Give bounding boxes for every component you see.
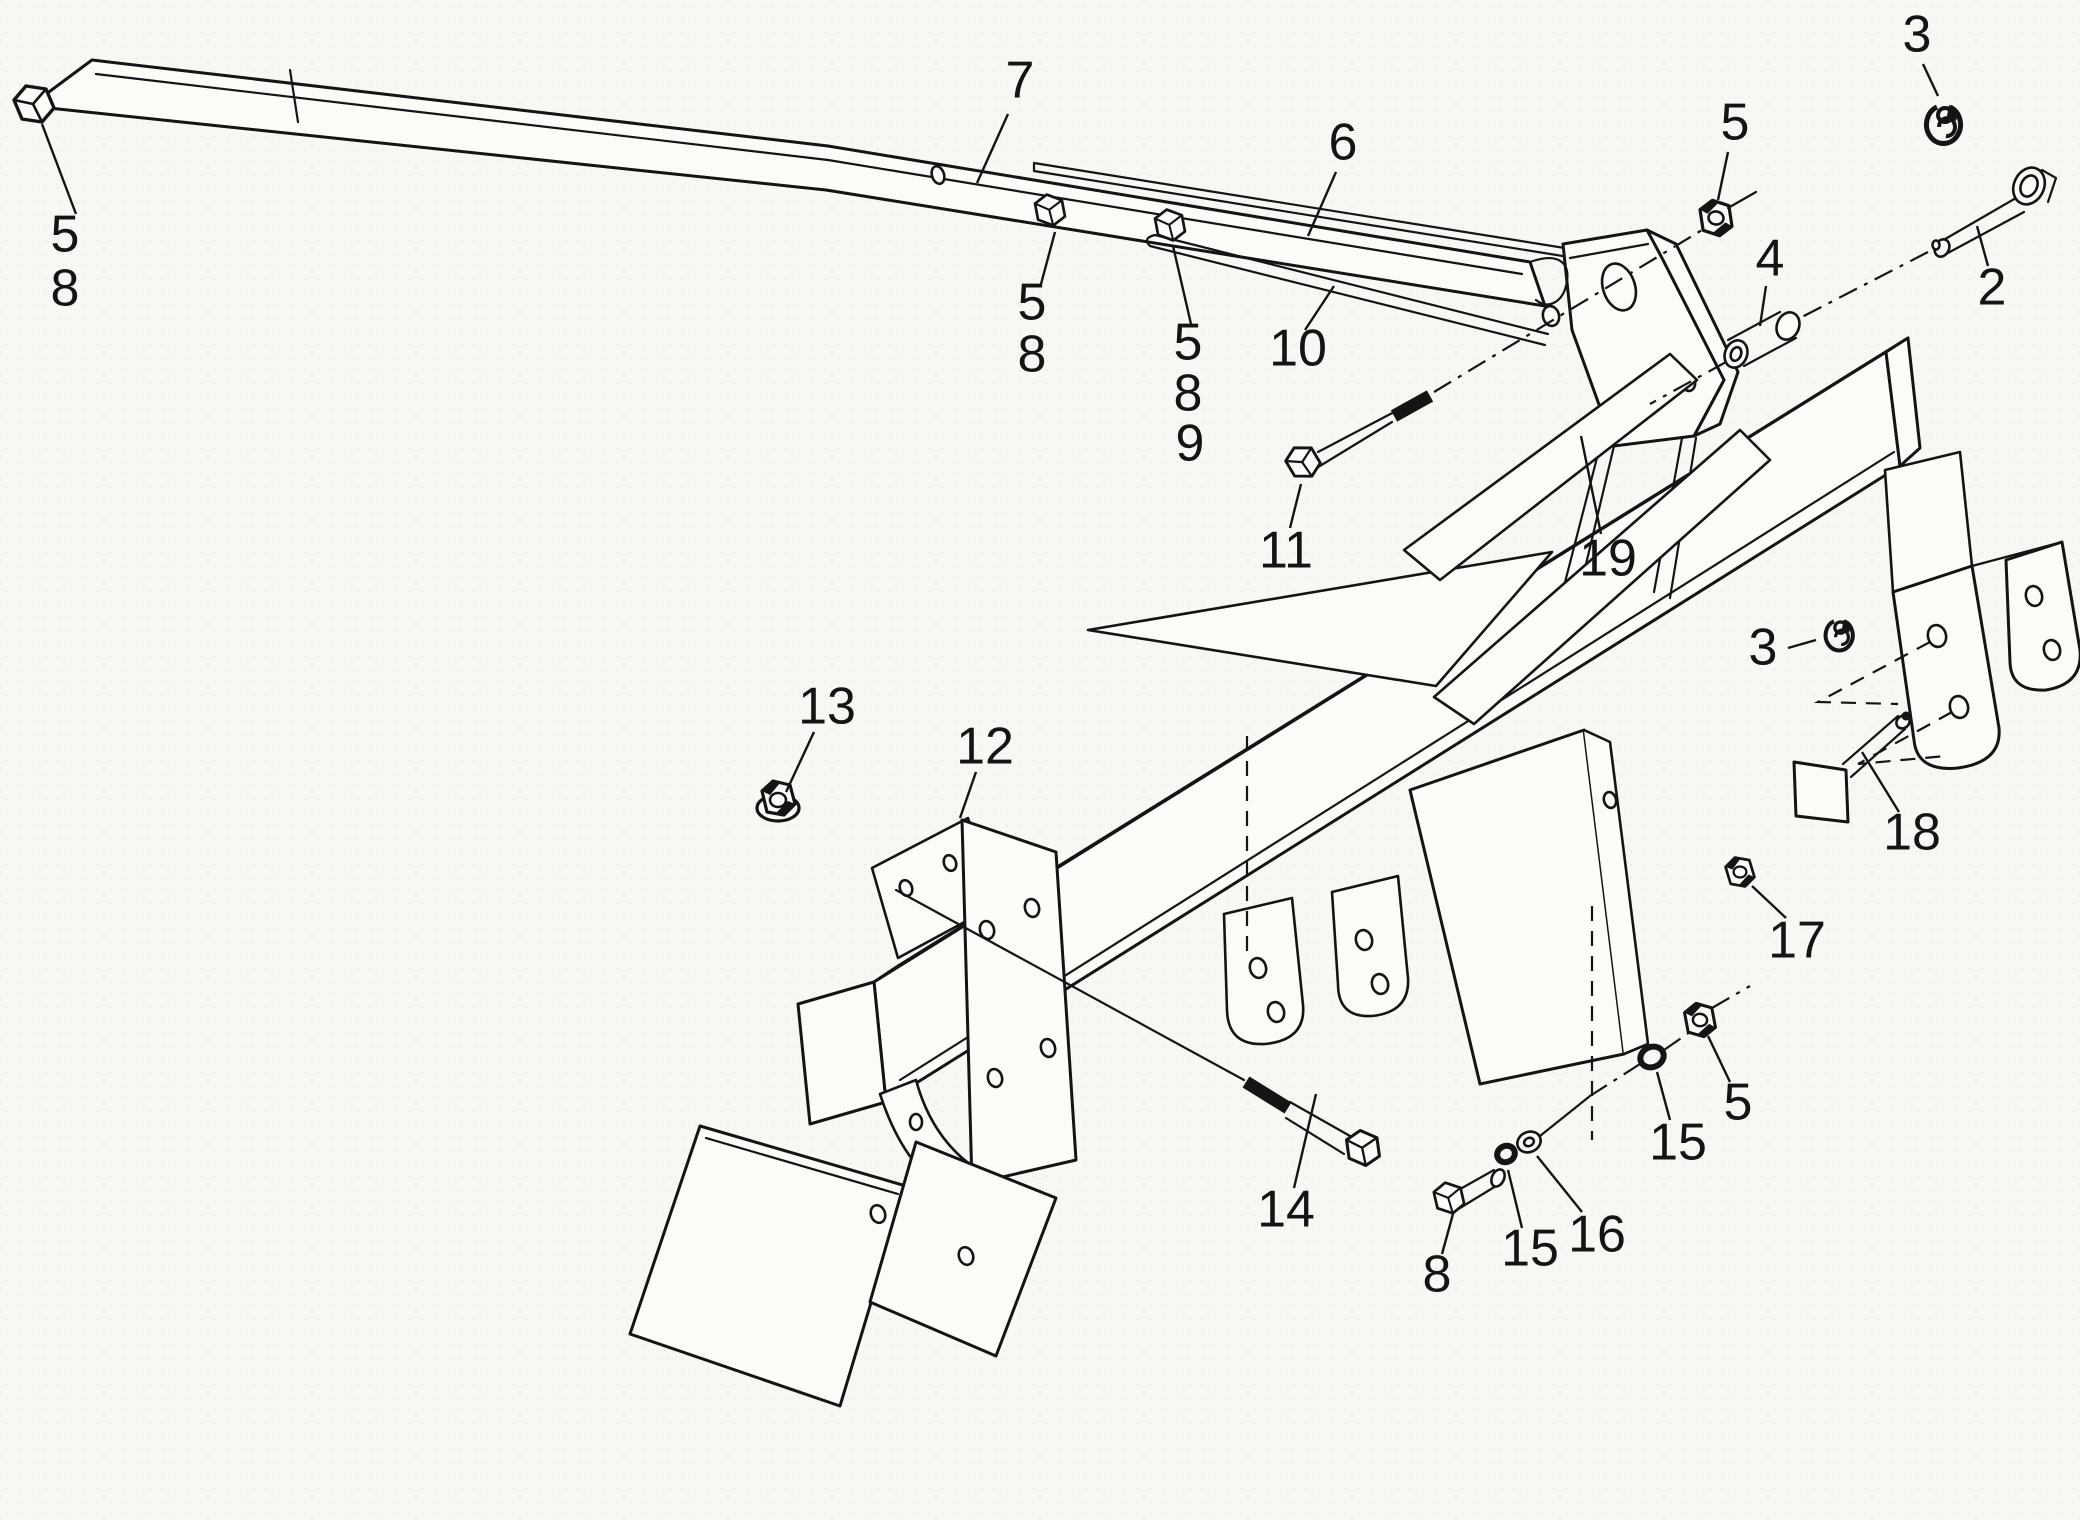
bolt-part14 [894,888,1387,1170]
callout-leader [975,113,1010,184]
pin-part18 [1792,711,1911,824]
callout-leader [958,771,978,819]
washer-part15-b [1494,1142,1518,1166]
callout-leader [1536,1155,1583,1213]
callout-label: 16 [1568,1206,1626,1264]
callout-leader [1921,63,1940,97]
callout-label: 8 [1018,326,1047,384]
callout-label: 6 [1329,114,1358,172]
scraper-blade-front [628,1124,908,1408]
callout-label: 14 [1257,1181,1315,1239]
lynch-pin-part3-right [1826,620,1853,651]
callout-leader [1506,1169,1524,1229]
callout-leader [1288,483,1303,529]
bolt-part8-bottom [1429,1168,1506,1217]
callout-leader [1579,435,1603,535]
callout-leader [40,123,78,215]
callout-label: 3 [1749,619,1778,677]
callout-label: 3 [1903,6,1932,64]
nut-part17 [1724,856,1756,888]
callout-label: 8 [1174,365,1203,423]
link-bar-part10 [1145,233,1550,347]
callout-leader [1039,231,1057,285]
callout-label: 10 [1269,320,1327,378]
callout-label: 17 [1768,912,1826,970]
right-hitch-ears [1813,450,2080,770]
callout-label: 7 [1006,52,1035,110]
callout-leader [1716,151,1730,201]
bolt-part11 [1282,229,1703,481]
middle-blade [1408,728,1650,1140]
bolt-part5-8-left [12,84,56,124]
callout-label: 15 [1649,1114,1707,1172]
callout-label: 8 [1423,1246,1452,1304]
drawbar-part7 [28,58,1547,308]
callout-label: 11 [1259,522,1313,580]
callout-label: 15 [1501,1220,1559,1278]
callout-label: 9 [1176,415,1205,473]
callout-label: 5 [1724,1074,1753,1132]
callout-label: 8 [51,260,80,318]
callout-label: 5 [1018,274,1047,332]
callout-leader [1292,1093,1318,1189]
middle-shank-ears [1222,736,1410,1046]
callout-leader [1171,245,1193,325]
callout-label: 19 [1579,530,1637,588]
callout-leader [1860,751,1901,813]
scraper-blade-rear [868,1140,1058,1358]
callout-leader [1440,1213,1455,1255]
washer-part16 [1516,1130,1542,1154]
callout-label: 4 [1756,230,1785,288]
callout-label: 2 [1978,259,2007,317]
callout-label: 12 [956,718,1014,776]
flange-nut-part13 [755,779,801,823]
callout-label: 18 [1883,804,1941,862]
lynch-pin-part3-top [1927,105,1961,144]
shank-clamp-plate [960,818,1078,1186]
callout-leader [1975,225,1990,267]
callout-leader [784,731,816,793]
callout-label: 5 [1721,94,1750,152]
callout-label: 5 [51,206,80,264]
callout-label: 5 [1174,314,1203,372]
callout-leader [1758,285,1768,327]
callout-leader [1751,885,1787,919]
callout-label: 13 [798,678,856,736]
clevis-pin-part2 [1649,166,2058,405]
beam-gusset-plates [1086,352,1772,726]
callout-leader [1787,638,1817,650]
bushing-part4 [1723,310,1801,369]
callout-leader [1306,171,1338,237]
nut-part5-top [1695,190,1758,239]
washer-part15-a [1637,1043,1667,1071]
callout-leader [1303,285,1336,331]
callout-leader [1706,1035,1732,1083]
callout-leader [1655,1071,1672,1121]
clamp-bolt-axis [1538,985,1751,1138]
